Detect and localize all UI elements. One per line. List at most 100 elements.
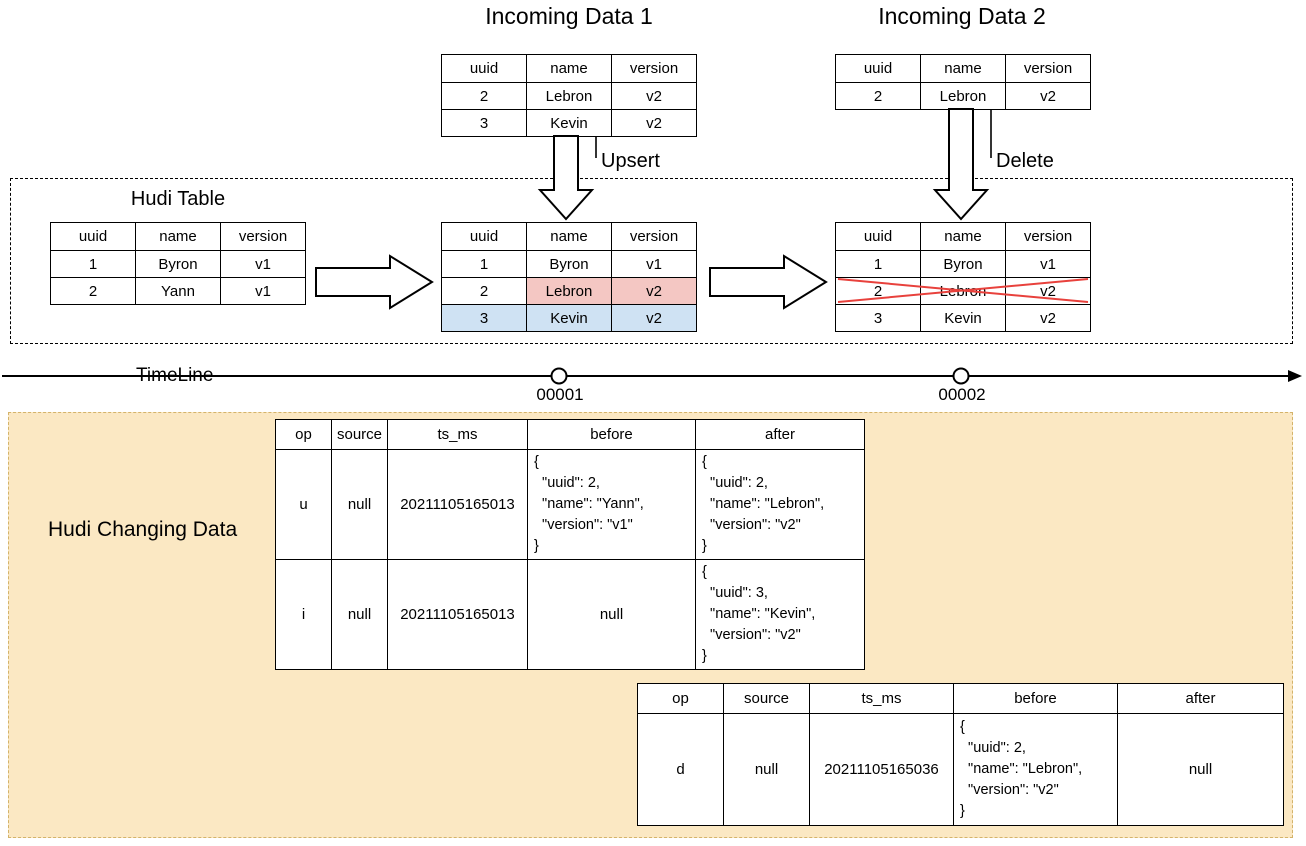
cell-version: v2: [1005, 82, 1091, 110]
column-header-version: version: [611, 222, 697, 251]
table-row: 2 Yann v1: [50, 277, 306, 305]
cell-after: null: [1117, 713, 1284, 826]
cell-before: null: [527, 559, 696, 670]
table-row: u null 20211105165013 { "uuid": 2, "name…: [275, 449, 865, 560]
table-row-updated: 2 Lebron v2: [441, 277, 697, 305]
hudi-table-title: Hudi Table: [130, 188, 226, 210]
column-header-version: version: [1005, 222, 1091, 251]
cell-uuid: 1: [835, 250, 921, 278]
column-header-op: op: [637, 683, 724, 714]
table-header-row: op source ts_ms before after: [275, 419, 865, 450]
cell-before: { "uuid": 2, "name": "Lebron", "version"…: [953, 713, 1118, 826]
column-header-version: version: [220, 222, 306, 251]
table-header-row: uuid name version: [835, 54, 1091, 83]
column-header-after: after: [1117, 683, 1284, 714]
table-row: 1 Byron v1: [50, 250, 306, 278]
cell-version: v1: [220, 277, 306, 305]
cell-ts-ms: 20211105165013: [387, 449, 528, 560]
cell-name: Lebron: [526, 82, 612, 110]
column-header-name: name: [920, 54, 1006, 83]
cell-op: i: [275, 559, 332, 670]
cell-version: v2: [611, 82, 697, 110]
timeline-tick-marker-1: [550, 367, 568, 385]
table-row: 1 Byron v1: [441, 250, 697, 278]
cell-version: v1: [1005, 250, 1091, 278]
cell-ts-ms: 20211105165013: [387, 559, 528, 670]
cell-op: u: [275, 449, 332, 560]
cell-name: Lebron: [920, 277, 1006, 305]
cell-after: { "uuid": 2, "name": "Lebron", "version"…: [695, 449, 865, 560]
timeline-label: TimeLine: [130, 365, 220, 387]
cell-uuid: 3: [441, 304, 527, 332]
cell-name: Yann: [135, 277, 221, 305]
table-row-deleted: 2 Lebron v2: [835, 277, 1091, 305]
incoming-data-1-title: Incoming Data 1: [485, 3, 653, 29]
cell-version: v2: [1005, 304, 1091, 332]
hudi-table-after-upsert: uuid name version 1 Byron v1 2 Lebron v2…: [441, 222, 697, 332]
hudi-cdc-table-1: op source ts_ms before after u null 2021…: [275, 419, 865, 670]
cell-name: Lebron: [526, 277, 612, 305]
incoming-data-2-table: uuid name version 2 Lebron v2: [835, 54, 1091, 110]
table-header-row: uuid name version: [441, 54, 697, 83]
cell-name: Byron: [920, 250, 1006, 278]
column-header-op: op: [275, 419, 332, 450]
column-header-ts-ms: ts_ms: [809, 683, 954, 714]
column-header-before: before: [527, 419, 696, 450]
table-row-inserted: 3 Kevin v2: [441, 304, 697, 332]
cell-uuid: 2: [441, 82, 527, 110]
cell-source: null: [331, 559, 388, 670]
cell-name: Kevin: [920, 304, 1006, 332]
hudi-cdc-table-2: op source ts_ms before after d null 2021…: [637, 683, 1284, 826]
timeline-tick-label-2: 00002: [938, 385, 986, 404]
cell-version: v2: [611, 304, 697, 332]
column-header-name: name: [920, 222, 1006, 251]
column-header-version: version: [1005, 54, 1091, 83]
cell-uuid: 2: [835, 277, 921, 305]
column-header-source: source: [331, 419, 388, 450]
cell-source: null: [723, 713, 810, 826]
cell-uuid: 3: [835, 304, 921, 332]
column-header-name: name: [526, 54, 612, 83]
column-header-source: source: [723, 683, 810, 714]
column-header-name: name: [526, 222, 612, 251]
table-row: i null 20211105165013 null { "uuid": 3, …: [275, 559, 865, 670]
cell-uuid: 2: [441, 277, 527, 305]
table-header-row: op source ts_ms before after: [637, 683, 1284, 714]
cell-uuid: 1: [50, 250, 136, 278]
cell-name: Lebron: [920, 82, 1006, 110]
column-header-version: version: [611, 54, 697, 83]
cell-version: v2: [611, 109, 697, 137]
column-header-uuid: uuid: [835, 54, 921, 83]
hudi-table-initial: uuid name version 1 Byron v1 2 Yann v1: [50, 222, 306, 305]
cell-name: Byron: [526, 250, 612, 278]
column-header-after: after: [695, 419, 865, 450]
cell-version: v2: [1005, 277, 1091, 305]
table-row: 2 Lebron v2: [835, 82, 1091, 110]
cell-source: null: [331, 449, 388, 560]
table-header-row: uuid name version: [835, 222, 1091, 251]
incoming-data-2-title: Incoming Data 2: [878, 3, 1046, 29]
column-header-uuid: uuid: [441, 222, 527, 251]
column-header-uuid: uuid: [50, 222, 136, 251]
cell-uuid: 2: [50, 277, 136, 305]
table-header-row: uuid name version: [50, 222, 306, 251]
timeline-tick-marker-2: [952, 367, 970, 385]
incoming-data-1-table: uuid name version 2 Lebron v2 3 Kevin v2: [441, 54, 697, 137]
cell-version: v1: [611, 250, 697, 278]
column-header-ts-ms: ts_ms: [387, 419, 528, 450]
cell-ts-ms: 20211105165036: [809, 713, 954, 826]
column-header-uuid: uuid: [835, 222, 921, 251]
table-row: 2 Lebron v2: [441, 82, 697, 110]
cell-uuid: 3: [441, 109, 527, 137]
table-row: d null 20211105165036 { "uuid": 2, "name…: [637, 713, 1284, 826]
cell-name: Kevin: [526, 109, 612, 137]
table-row: 3 Kevin v2: [441, 109, 697, 137]
column-header-name: name: [135, 222, 221, 251]
cell-uuid: 1: [441, 250, 527, 278]
cell-op: d: [637, 713, 724, 826]
cell-after: { "uuid": 3, "name": "Kevin", "version":…: [695, 559, 865, 670]
timeline-tick-label-1: 00001: [536, 385, 584, 404]
cell-version: v1: [220, 250, 306, 278]
table-row: 1 Byron v1: [835, 250, 1091, 278]
